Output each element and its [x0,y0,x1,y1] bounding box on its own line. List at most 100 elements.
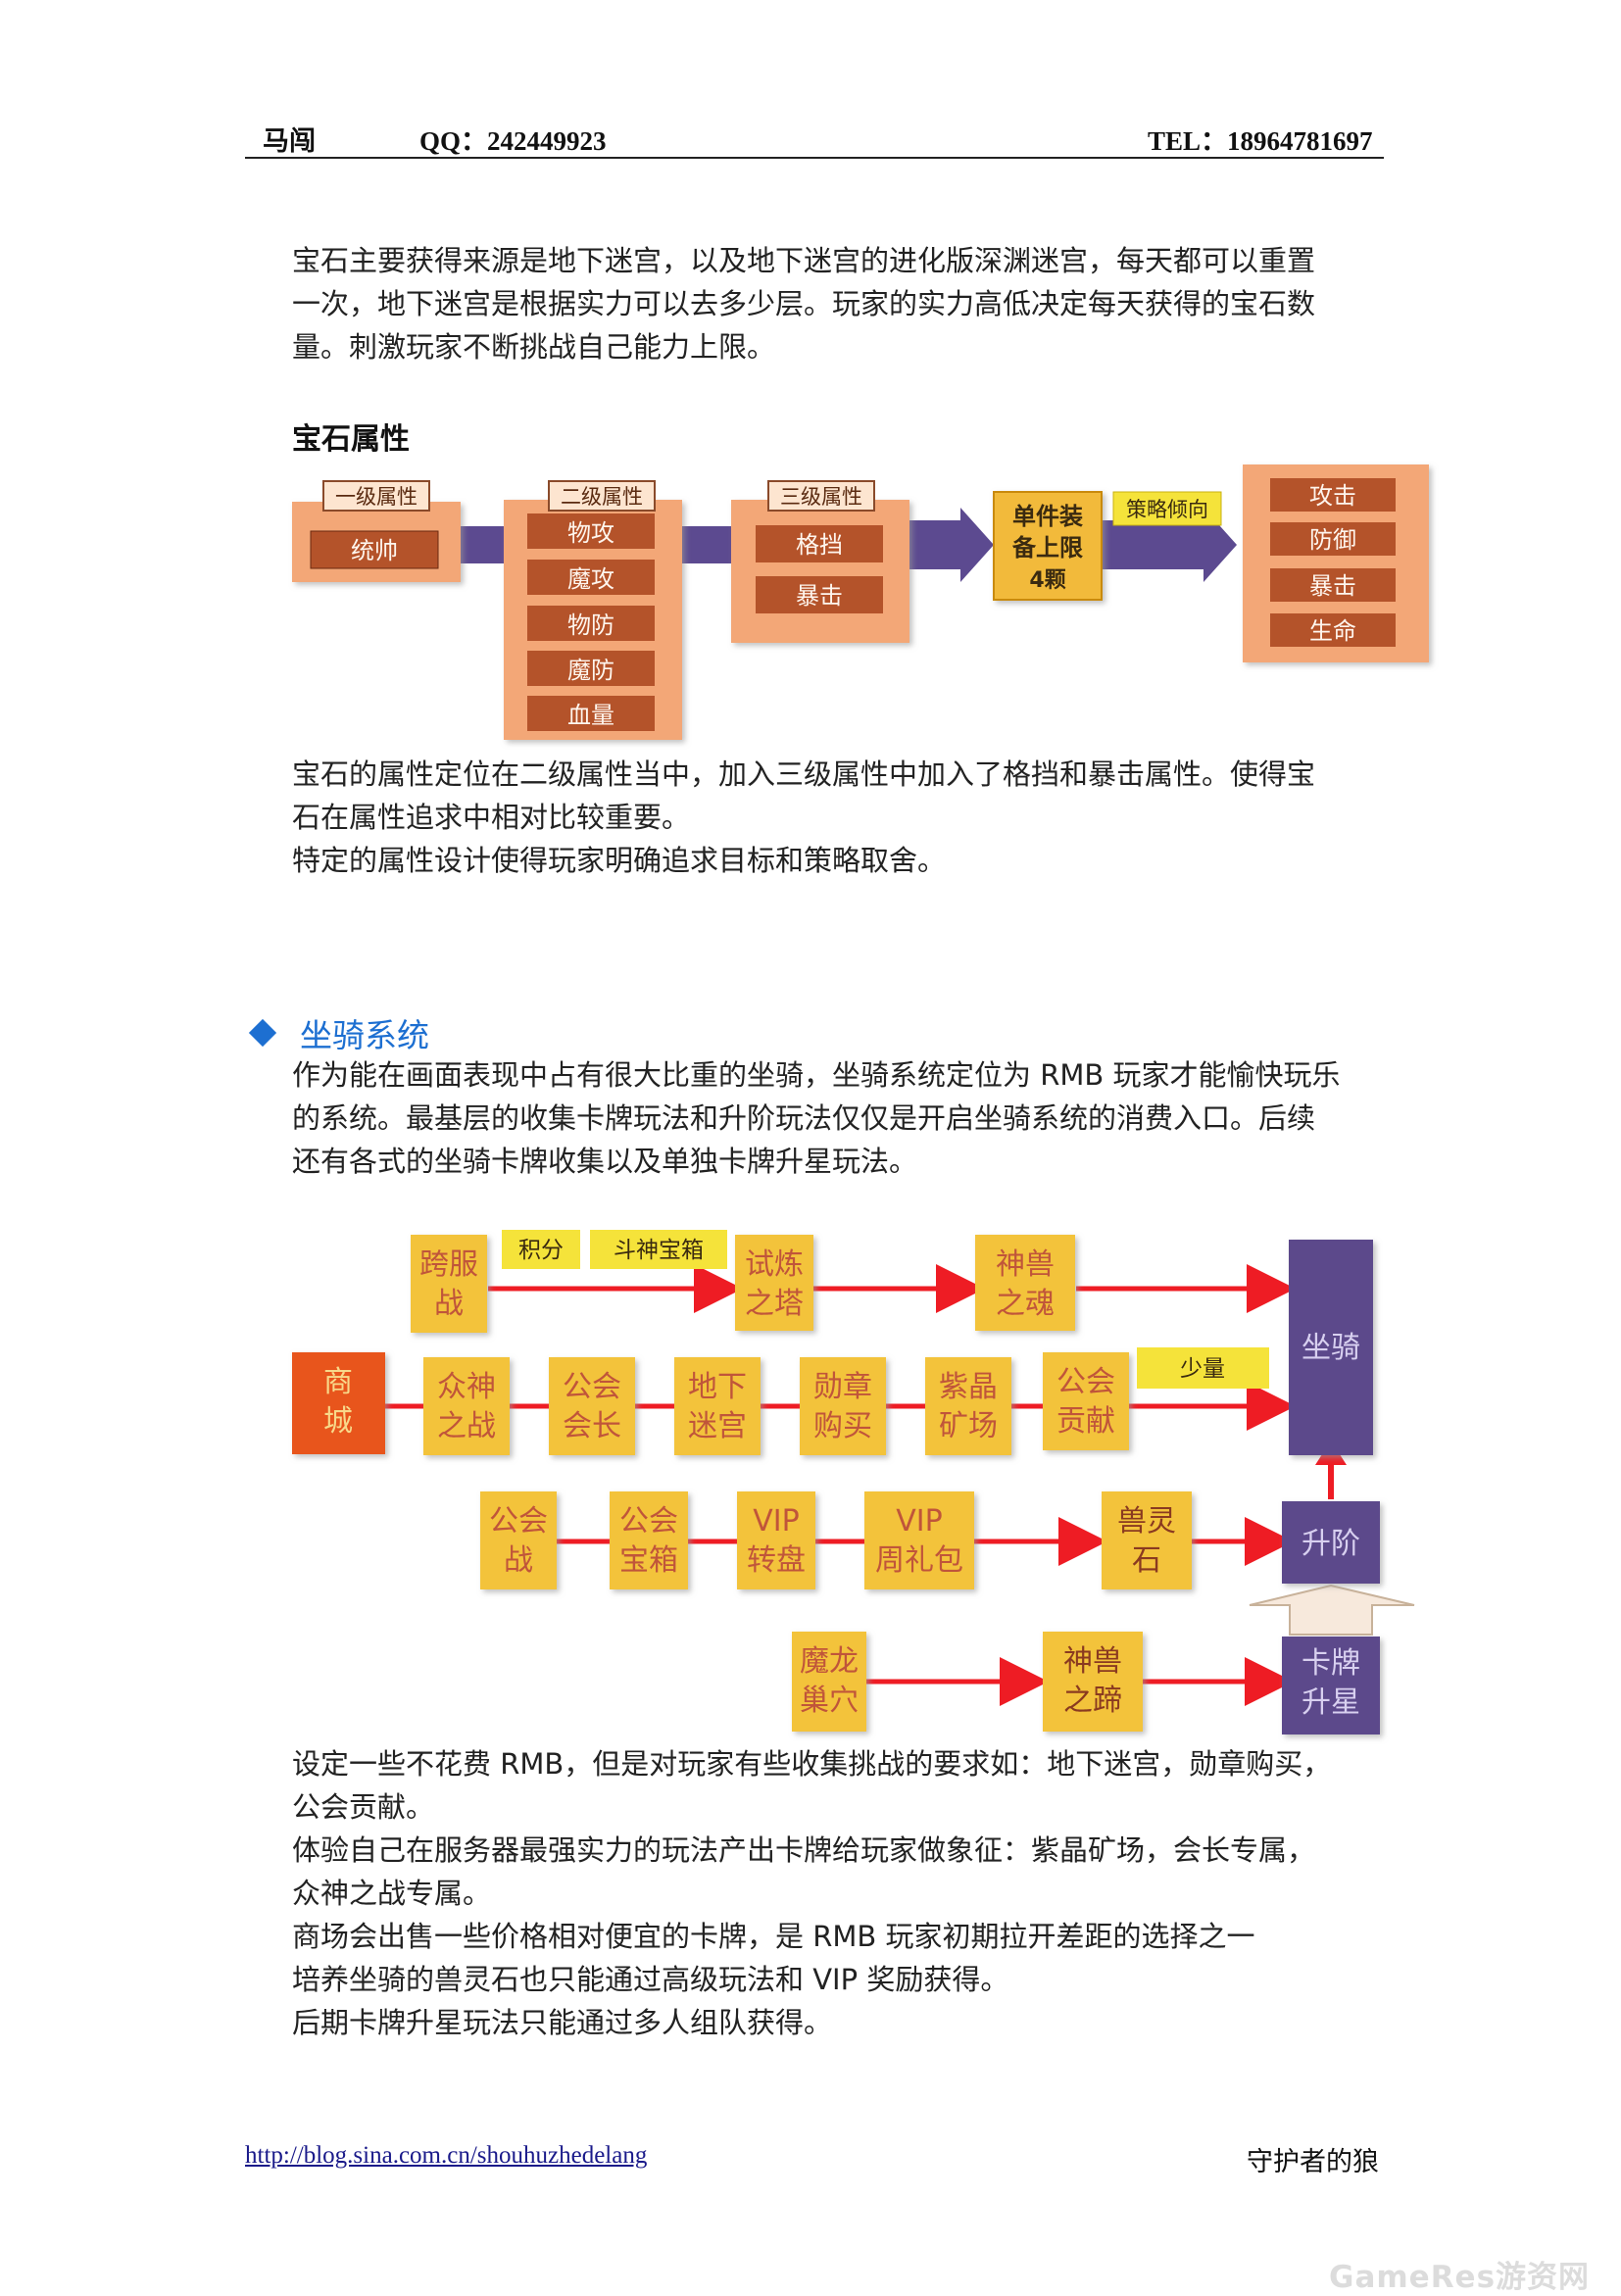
node-box [480,1491,557,1589]
card-star-target-label: 升星 [1302,1685,1360,1720]
mount-text-line: 培养坐骑的兽灵石也只能通过高级玩法和 VIP 奖励获得。 [292,1963,1009,1996]
tag-box [590,1230,727,1269]
result-item: 攻击 [1309,482,1356,510]
mount-text-paragraph: 设定一些不花费 RMB，但是对玩家有些收集挑战的要求如：地下迷宫，勋章购买， 公… [292,1742,1390,2044]
header-name: 马闯 [263,126,316,156]
gem-paragraph: 宝石的属性定位在二级属性当中，加入三级属性中加入了格挡和暴击属性。使得宝 石在属… [292,753,1390,882]
level2-item: 物攻 [567,519,614,547]
strategy-label: 策略倾向 [1126,498,1208,521]
diamond-bullet-icon [248,1018,277,1048]
mount-target-label: 坐骑 [1302,1331,1360,1365]
intro-line: 一次，地下迷宫是根据实力可以去多少层。玩家的实力高低决定每天获得的宝石数 [292,287,1316,320]
node-text: 神兽 [996,1247,1055,1282]
level1-item-box [310,530,439,569]
node-box [975,1235,1075,1331]
node-box [423,1357,510,1455]
node-text: 公会 [1056,1365,1115,1399]
tag-box [502,1230,580,1269]
level1-title: 一级属性 [335,485,418,509]
node-box [1043,1352,1129,1450]
intro-line: 量。刺激玩家不断挑战自己能力上限。 [292,330,776,364]
header-tel: TEL：18964781697 [1148,126,1373,156]
node-box [737,1491,815,1589]
result-item: 防御 [1309,526,1356,554]
gem-attribute-diagram: 一级属性 统帅 二级属性 物攻 魔攻 物防 魔防 血量 三级属性 格挡 暴击 单… [292,464,1429,740]
node-text: 之魂 [996,1287,1055,1321]
node-text: 周礼包 [875,1543,963,1578]
level3-box [731,500,909,643]
node-text: 战 [434,1287,464,1321]
node-text: VIP [896,1504,942,1539]
node-text: 公会 [563,1370,621,1404]
header-qq: QQ：242449923 [419,126,607,156]
node-text: 紫晶 [939,1370,998,1404]
node-text: 勋章 [813,1370,872,1404]
strategy-tag [1112,491,1222,526]
mount-text-line: 体验自己在服务器最强实力的玩法产出卡牌给玩家做象征：紫晶矿场，会长专属， [292,1833,1316,1867]
equip-limit-line: 单件装 [1012,503,1083,530]
level2-item: 魔防 [567,657,614,684]
tag-box [1137,1347,1269,1389]
node-box [1102,1491,1192,1589]
result-item: 暴击 [1309,572,1356,600]
mount-intro-paragraph: 作为能在画面表现中占有很大比重的坐骑，坐骑系统定位为 RMB 玩家才能愉快玩乐 … [292,1053,1390,1183]
mount-text-line: 众神之战专属。 [292,1877,492,1910]
level2-item-box [527,560,655,595]
store-text: 城 [323,1404,353,1439]
node-text: 矿场 [939,1409,998,1443]
node-text: 公会 [619,1504,678,1539]
node-text: 兽灵 [1117,1504,1176,1539]
level2-item-box [527,651,655,686]
level2-item-box [527,606,655,641]
node-box [864,1491,974,1589]
node-text: 会长 [563,1409,621,1443]
watermark: GameRes游资网 [1329,2260,1591,2295]
node-text: 魔龙 [800,1644,859,1679]
node-box [549,1357,635,1455]
tag-text: 斗神宝箱 [614,1238,704,1263]
level2-item: 物防 [567,611,614,639]
mount-intro-line: 还有各式的坐骑卡牌收集以及单独卡牌升星玩法。 [292,1145,918,1178]
node-box [800,1357,886,1455]
mount-text-line: 商场会出售一些价格相对便宜的卡牌，是 RMB 玩家初期拉开差距的选择之一 [292,1920,1255,1953]
level3-title: 三级属性 [780,485,862,509]
result-item-box [1270,568,1396,602]
card-star-target-label: 卡牌 [1302,1646,1360,1681]
node-box [1043,1632,1143,1732]
connector-bar [461,526,505,563]
node-text: 石 [1132,1543,1161,1578]
level2-title: 二级属性 [561,485,643,509]
tag-text: 积分 [518,1238,564,1263]
mount-section-heading: 坐骑系统 [247,1009,429,1056]
node-text: 贡献 [1056,1404,1115,1439]
node-text: 迷宫 [688,1409,747,1443]
footer-author: 守护者的狼 [1247,2147,1379,2177]
card-star-target-box [1282,1637,1380,1734]
mount-intro-line: 的系统。最基层的收集卡牌玩法和升阶玩法仅仅是开启坐骑系统的消费入口。后续 [292,1101,1316,1135]
header-divider [245,157,1384,159]
gem-line: 宝石的属性定位在二级属性当中，加入三级属性中加入了格挡和暴击属性。使得宝 [292,757,1316,791]
level3-item: 格挡 [796,531,843,559]
result-item-box [1270,613,1396,647]
level2-title-tag [548,480,656,512]
node-text: 众神 [437,1370,496,1404]
level2-item-box [527,513,655,549]
gem-section-title: 宝石属性 [292,422,410,457]
node-text: VIP [753,1504,799,1539]
equip-limit-line: 4颗 [1029,568,1065,593]
node-box [674,1357,761,1455]
mount-system-diagram: 跨服 战 积分 斗神宝箱 试炼 之塔 神兽 之魂 商 城 众神 之战 公会 会长… [292,1230,1415,1734]
store-box [292,1352,385,1454]
node-text: 地下 [688,1370,747,1404]
level2-items: 物攻 魔攻 物防 魔防 血量 [527,513,655,731]
node-box [610,1491,688,1589]
footer-blog-link[interactable]: http://blog.sina.com.cn/shouhuzhedelang [245,2142,648,2169]
equip-limit-box [993,491,1103,601]
level1-title-tag [322,480,430,512]
mount-intro-line: 作为能在画面表现中占有很大比重的坐骑，坐骑系统定位为 RMB 玩家才能愉快玩乐 [292,1058,1341,1092]
level2-item: 血量 [567,702,614,729]
mount-text-line: 后期卡牌升星玩法只能通过多人组队获得。 [292,2006,833,2039]
node-box [792,1632,866,1732]
node-box [411,1235,487,1333]
